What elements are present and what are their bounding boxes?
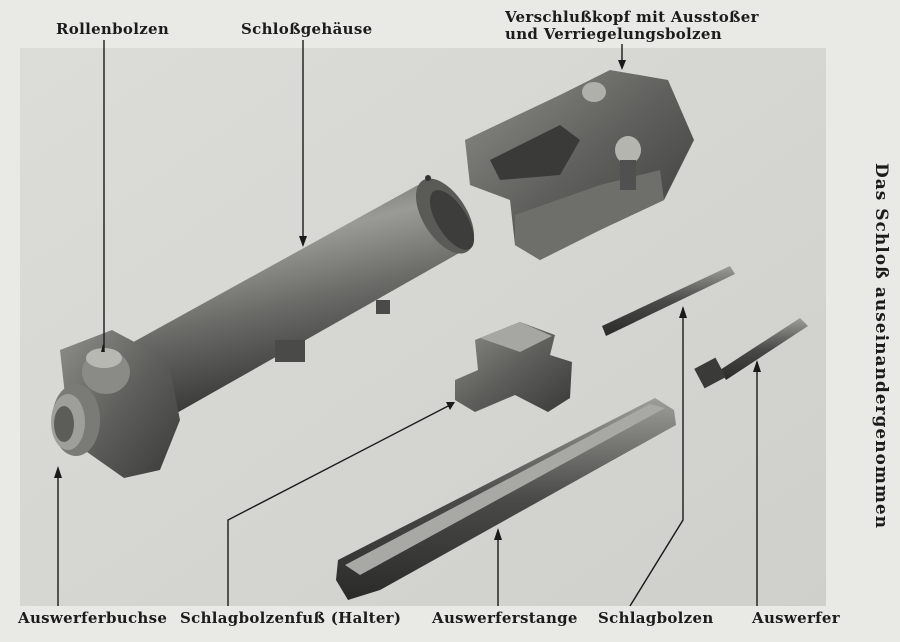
label-auswerfer: Auswerfer [752,609,840,627]
label-verschlusskopf-line2: und Verriegelungsbolzen [505,25,722,43]
verschlusskopf-part [465,70,694,260]
auswerferstange-part [336,398,676,600]
leader-schlagbolzen [629,308,684,607]
label-schlagbolzenfuss: Schlagbolzenfuß (Halter) [180,609,402,627]
schlagbolzenfuss-part [455,322,572,412]
label-verschlusskopf-line1: Verschlußkopf mit Ausstoßer [505,8,759,26]
label-schlossgehaeuse: Schloßgehäuse [241,20,373,38]
leader-schlagbolzenfuss [227,403,453,606]
label-auswerferstange: Auswerferstange [432,609,578,627]
auswerfer-part [694,318,808,389]
schlagbolzen-part [602,266,735,336]
label-rollenbolzen: Rollenbolzen [56,20,170,38]
label-auswerferbuchse: Auswerferbuchse [18,609,168,627]
rollenbolzen-part [51,330,180,478]
label-schlagbolzen: Schlagbolzen [598,609,714,627]
schlossgehaeuse-part [128,175,475,418]
side-title: Das Schloß auseinandergenommen [871,163,891,530]
